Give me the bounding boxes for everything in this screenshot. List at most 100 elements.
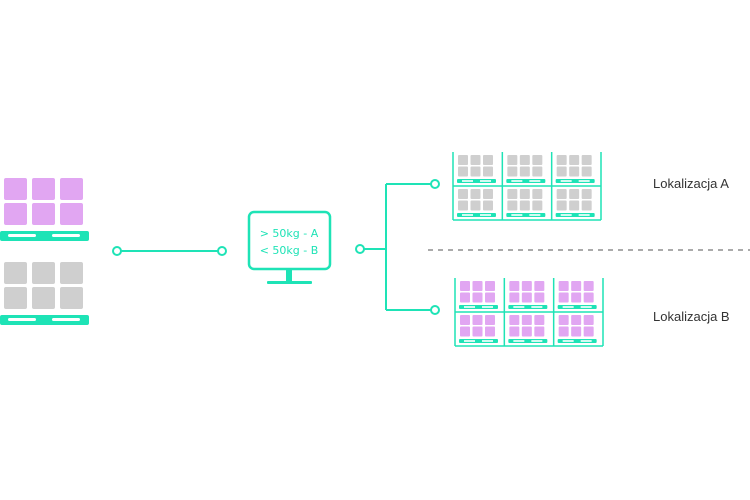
rack-box bbox=[521, 326, 532, 337]
rack-pallet-slot bbox=[578, 214, 590, 216]
rack-box bbox=[460, 315, 470, 325]
rack-pallet-slot bbox=[480, 180, 491, 182]
rack-pallet-slot bbox=[480, 214, 491, 216]
rack-pallet-slot bbox=[482, 340, 493, 342]
rack-cell bbox=[459, 315, 498, 343]
rack-box bbox=[534, 281, 545, 291]
monitor: > 50kg - A < 50kg - B bbox=[247, 210, 332, 284]
rack-box bbox=[532, 166, 543, 177]
pallet-base bbox=[0, 231, 89, 241]
rack-box bbox=[470, 200, 481, 211]
rack-box bbox=[569, 155, 580, 165]
input-connector bbox=[112, 246, 227, 256]
pallet-box bbox=[32, 203, 55, 225]
rack-pallet-slot bbox=[462, 180, 473, 182]
pallet-box bbox=[4, 178, 27, 200]
rack-box bbox=[458, 200, 468, 211]
rack-box bbox=[483, 166, 493, 177]
rack-cell bbox=[557, 281, 597, 309]
rack-box bbox=[483, 189, 493, 199]
rack-pallet-slot bbox=[513, 340, 525, 342]
rack-box bbox=[485, 281, 495, 291]
rack-pallet bbox=[508, 339, 548, 343]
rack-pallet bbox=[508, 305, 548, 309]
source-pallet bbox=[0, 178, 89, 241]
rack-cell bbox=[555, 189, 595, 217]
rack-box bbox=[460, 292, 470, 303]
rack-box bbox=[519, 155, 530, 165]
rack-box bbox=[472, 292, 483, 303]
rack-box bbox=[507, 200, 518, 211]
branch-a-node bbox=[430, 179, 440, 189]
rule-b-text: < 50kg - B bbox=[260, 244, 319, 257]
rack-box bbox=[483, 200, 493, 211]
pallet-box bbox=[60, 287, 83, 309]
storage-rack bbox=[452, 152, 602, 221]
rack-box bbox=[460, 326, 470, 337]
monitor-stand bbox=[286, 269, 292, 282]
rack-pallet bbox=[555, 179, 595, 183]
rack-box bbox=[583, 315, 594, 325]
pallet-box bbox=[32, 262, 55, 284]
rack-box bbox=[507, 189, 518, 199]
rack-box bbox=[485, 292, 495, 303]
rack-pallet bbox=[457, 179, 496, 183]
rack-pallet-slot bbox=[511, 180, 523, 182]
rack-box bbox=[532, 200, 543, 211]
rack-box bbox=[532, 189, 543, 199]
rack-pallet-slot bbox=[580, 340, 592, 342]
rack-box bbox=[521, 292, 532, 303]
rack-box bbox=[571, 292, 582, 303]
location-b-label: Lokalizacja B bbox=[653, 309, 730, 324]
rack-box bbox=[458, 155, 468, 165]
storage-racks bbox=[452, 152, 604, 347]
rack-pallet-slot bbox=[562, 340, 574, 342]
source-pallets bbox=[0, 178, 89, 325]
rack-cell bbox=[508, 281, 548, 309]
pallet-slot bbox=[8, 318, 36, 321]
rack-box bbox=[470, 189, 481, 199]
rack-box bbox=[519, 200, 530, 211]
rack-pallet bbox=[506, 179, 546, 183]
rack-box bbox=[581, 189, 592, 199]
rack-box bbox=[556, 200, 567, 211]
source-pallet bbox=[0, 262, 89, 325]
rack-box bbox=[569, 200, 580, 211]
rack-pallet bbox=[459, 339, 498, 343]
rack-pallet-slot bbox=[529, 180, 541, 182]
rack-pallet-slot bbox=[511, 214, 523, 216]
rack-pallet-slot bbox=[464, 340, 475, 342]
rack-box bbox=[583, 281, 594, 291]
rack-box bbox=[571, 315, 582, 325]
rack-box bbox=[509, 292, 520, 303]
branch-b-node bbox=[430, 305, 440, 315]
rack-box bbox=[485, 315, 495, 325]
pallet-slot bbox=[52, 234, 80, 237]
rack-box bbox=[507, 155, 518, 165]
rack-pallet-slot bbox=[578, 180, 590, 182]
rack-box bbox=[509, 326, 520, 337]
pallet-box bbox=[60, 178, 83, 200]
rack-pallet-slot bbox=[580, 306, 592, 308]
rack-box bbox=[581, 200, 592, 211]
pallet-slot bbox=[52, 318, 80, 321]
rack-box bbox=[569, 166, 580, 177]
rack-box bbox=[483, 155, 493, 165]
rack-box bbox=[581, 166, 592, 177]
rack-pallet bbox=[457, 213, 496, 217]
pallet-slot bbox=[8, 234, 36, 237]
rack-box bbox=[558, 326, 569, 337]
rack-cell bbox=[557, 315, 597, 343]
rack-pallet-slot bbox=[464, 306, 475, 308]
rack-box bbox=[470, 155, 481, 165]
rack-box bbox=[509, 315, 520, 325]
rack-pallet bbox=[555, 213, 595, 217]
rack-box bbox=[556, 166, 567, 177]
pallet-box bbox=[60, 262, 83, 284]
rack-cell bbox=[555, 155, 595, 183]
rack-pallet-slot bbox=[462, 214, 473, 216]
rack-box bbox=[556, 189, 567, 199]
pallet-box bbox=[60, 203, 83, 225]
pallet-box bbox=[4, 262, 27, 284]
rack-box bbox=[519, 166, 530, 177]
